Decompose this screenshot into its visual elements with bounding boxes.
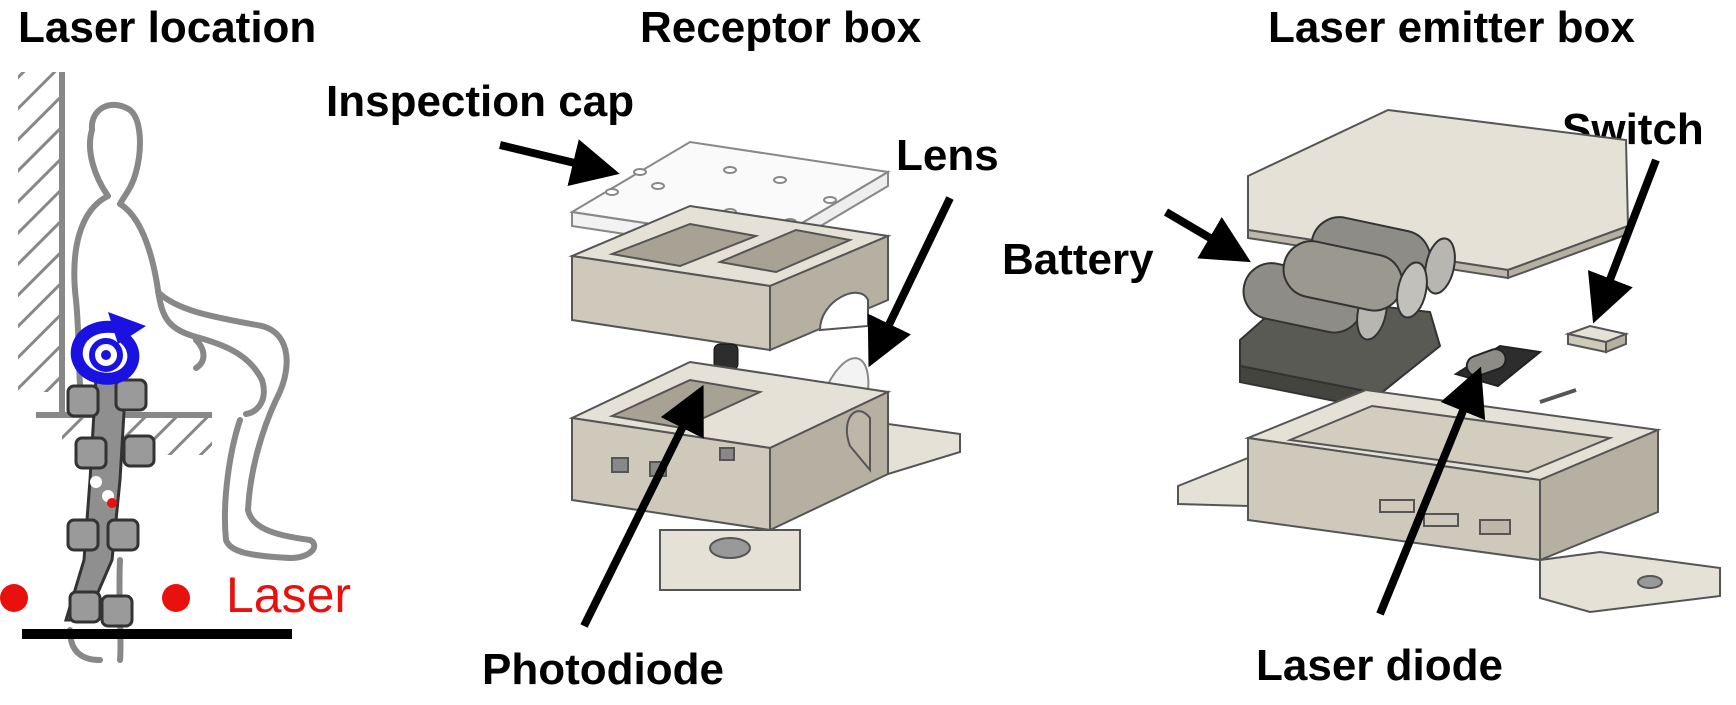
knee-orthosis bbox=[63, 376, 156, 628]
arrow-photodiode bbox=[580, 384, 704, 628]
arrow-battery bbox=[1163, 208, 1251, 263]
battery-cells bbox=[1242, 216, 1456, 341]
laser-dot bbox=[0, 584, 28, 612]
receptor-upper-housing bbox=[568, 204, 892, 352]
laser-dot bbox=[162, 584, 190, 612]
panel-receptor-box: Receptor box Inspection cap Lens Photodi… bbox=[326, 3, 999, 694]
arrow-lens bbox=[867, 196, 954, 368]
panel-laser-location: Laser location bbox=[0, 3, 351, 663]
title-laser-location: Laser location bbox=[18, 3, 316, 52]
switch-component bbox=[1564, 324, 1630, 354]
label-inspection-cap: Inspection cap bbox=[326, 77, 634, 126]
arrow-laser-diode bbox=[1376, 366, 1486, 616]
receptor-lower-housing bbox=[568, 360, 961, 591]
resistor-component bbox=[1539, 388, 1577, 404]
laser-diode-component bbox=[1453, 344, 1543, 388]
rotation-arrow bbox=[70, 312, 146, 385]
emitter-box-body bbox=[1177, 388, 1721, 614]
inspection-cap bbox=[569, 140, 891, 258]
panel-laser-emitter-box: Laser emitter box Switch Battery Laser d… bbox=[1002, 3, 1721, 690]
label-lens: Lens bbox=[896, 131, 999, 180]
title-laser-emitter-box: Laser emitter box bbox=[1268, 3, 1635, 52]
label-photodiode: Photodiode bbox=[482, 645, 724, 694]
battery-holder bbox=[1239, 216, 1456, 412]
label-battery: Battery bbox=[1002, 235, 1154, 284]
arrow-switch bbox=[1587, 158, 1660, 324]
knee-joint-dot bbox=[107, 498, 117, 508]
label-laser-diode: Laser diode bbox=[1256, 641, 1503, 690]
title-receptor-box: Receptor box bbox=[640, 3, 922, 52]
arrow-inspection-cap bbox=[499, 139, 620, 186]
label-laser: Laser bbox=[226, 567, 351, 623]
